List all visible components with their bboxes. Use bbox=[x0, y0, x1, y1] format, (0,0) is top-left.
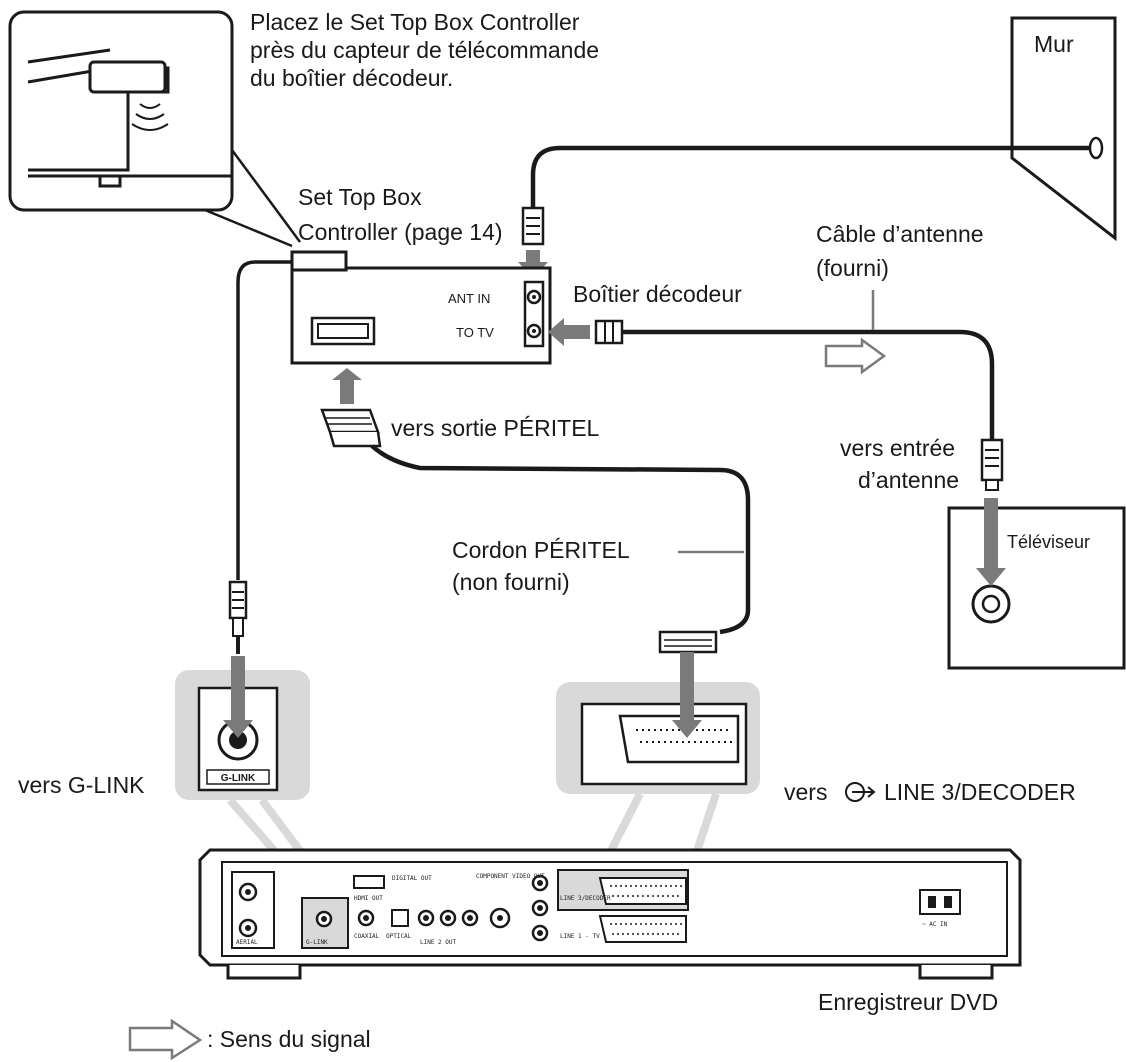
callout-text-line3: du boîtier décodeur. bbox=[250, 65, 453, 91]
glink-panel-label: G-LINK bbox=[221, 773, 256, 784]
glink-label: vers G-LINK bbox=[18, 772, 145, 798]
antenna-cable-label-line1: Câble d’antenne bbox=[816, 221, 984, 247]
arrow-to-ant-in bbox=[518, 250, 548, 278]
arrow-to-tv bbox=[976, 498, 1006, 586]
antenna-cable-label-line2: (fourni) bbox=[816, 255, 889, 281]
panel-label-digital-out: DIGITAL OUT bbox=[392, 875, 432, 882]
scart-out-label: vers sortie PÉRITEL bbox=[391, 415, 600, 441]
panel-label-line1: LINE 1 - TV bbox=[560, 933, 600, 940]
panel-label-coaxial: COAXIAL bbox=[354, 933, 380, 940]
tv bbox=[947, 506, 1126, 670]
scart-plug-bottom bbox=[658, 630, 718, 654]
port-to-tv-label: TO TV bbox=[456, 325, 494, 340]
glink-plug bbox=[228, 580, 248, 654]
panel-label-component: COMPONENT VIDEO OUT bbox=[476, 873, 545, 880]
signal-direction-arrow bbox=[824, 337, 887, 375]
arrow-to-line3 bbox=[672, 652, 702, 738]
legend bbox=[128, 1018, 203, 1061]
panel-label-line3: LINE 3/DECODER bbox=[560, 895, 611, 902]
panel-label-glink: G-LINK bbox=[306, 939, 328, 946]
antenna-cable-to-tv bbox=[622, 329, 995, 440]
dvd-recorder bbox=[198, 848, 1022, 980]
panel-label-line2-out: LINE 2 OUT bbox=[420, 939, 457, 946]
arrow-to-to-tv bbox=[548, 318, 590, 346]
antenna-in-label-line1: vers entrée bbox=[840, 435, 955, 461]
stb-controller-label-line1: Set Top Box bbox=[298, 184, 422, 210]
scart-cord-label-line1: Cordon PÉRITEL bbox=[452, 537, 630, 563]
stb-controller-label-line2: Controller (page 14) bbox=[298, 219, 503, 245]
callout-inset bbox=[8, 10, 234, 212]
line3-label: LINE 3/DECODER bbox=[884, 779, 1076, 805]
tv-antenna-plug bbox=[980, 438, 1004, 482]
line3-label-prefix: vers bbox=[784, 779, 827, 805]
scart-cord bbox=[370, 444, 751, 635]
callout-text-line2: près du capteur de télécommande bbox=[250, 37, 599, 63]
panel-label-hdmi: HDMI OUT bbox=[354, 895, 383, 902]
glink-cable bbox=[236, 260, 292, 580]
wall-antenna-socket bbox=[1088, 136, 1104, 160]
legend-arrow-icon bbox=[128, 1018, 203, 1061]
wall bbox=[1010, 16, 1117, 242]
line3-scart-socket bbox=[618, 714, 740, 764]
recorder-label: Enregistreur DVD bbox=[818, 989, 998, 1015]
antenna-cable-plug-stb bbox=[594, 319, 624, 345]
stb-controller-device bbox=[290, 250, 348, 272]
panel-label-optical: OPTICAL bbox=[386, 933, 412, 940]
wall-antenna-cable bbox=[530, 145, 1090, 210]
port-ant-in-label: ANT IN bbox=[448, 291, 490, 306]
scart-cord-label-line2: (non fourni) bbox=[452, 569, 570, 595]
line3-input-icon bbox=[845, 782, 876, 802]
panel-label-ac-in: ~ AC IN bbox=[922, 921, 948, 928]
arrow-to-glink bbox=[223, 656, 253, 738]
legend-text: : Sens du signal bbox=[207, 1026, 371, 1052]
panel-label-aerial: AERIAL bbox=[236, 939, 258, 946]
arrow-to-scart-out bbox=[332, 368, 362, 404]
wall-label: Mur bbox=[1034, 31, 1074, 57]
scart-plug-top bbox=[320, 408, 382, 448]
decoder-box bbox=[290, 250, 552, 365]
decoder-box-label: Boîtier décodeur bbox=[573, 281, 742, 307]
callout-text-line1: Placez le Set Top Box Controller bbox=[250, 9, 580, 35]
tv-label: Téléviseur bbox=[1007, 532, 1090, 552]
antenna-in-label-line2: d’antenne bbox=[858, 467, 959, 493]
